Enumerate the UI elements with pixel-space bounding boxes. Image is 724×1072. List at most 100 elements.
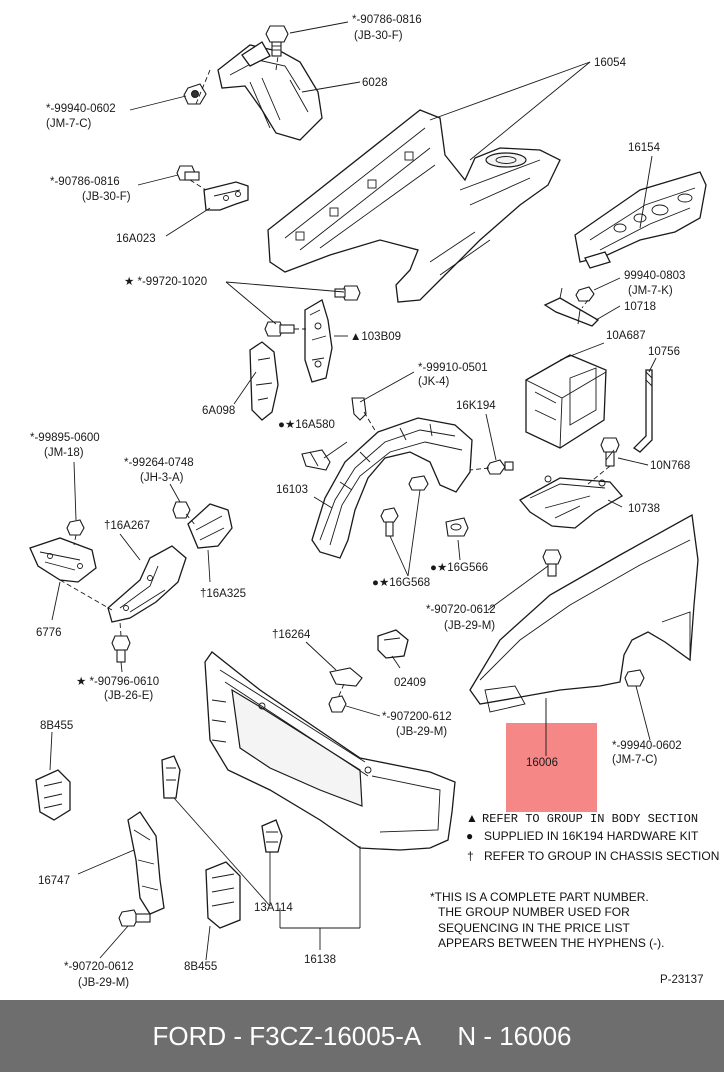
label-99910: *-99910-0501: [418, 362, 488, 374]
label-8b455-low: 8B455: [184, 961, 217, 973]
label-8b455-top: 8B455: [40, 720, 73, 732]
nut-99940-top: [183, 83, 207, 105]
legend-dot-text: SUPPLIED IN 16K194 HARDWARE KIT: [484, 829, 699, 843]
label-16006: 16006: [526, 757, 558, 769]
highlight-box-16006[interactable]: [506, 723, 597, 812]
clip-99264: [172, 501, 191, 519]
label-10718: 10718: [624, 301, 656, 313]
label-16154: 16154: [628, 142, 661, 154]
legend-dagger-text: REFER TO GROUP IN CHASSIS SECTION: [484, 849, 719, 863]
part-103b09-bracket: [304, 299, 333, 383]
note-line-3: SEQUENCING IN THE PRICE LIST: [438, 921, 630, 935]
label-90786-top: *-90786-0816: [352, 14, 422, 26]
part-16a325-bracket: [187, 503, 233, 549]
footer-gap: [421, 1021, 457, 1052]
label-10n768: 10N768: [650, 460, 690, 472]
part-16054-apron: [267, 109, 561, 303]
label-02409: 02409: [394, 677, 426, 689]
bolt-90786-mid: [176, 165, 200, 181]
part-6776-support: [29, 537, 97, 583]
part-10a687-tray: [525, 354, 607, 449]
legend-dagger-symbol: †: [467, 849, 474, 863]
pin-16g566: [445, 517, 469, 537]
label-99940-low: *-99940-0602: [612, 740, 682, 752]
part-10756-rod: [632, 369, 653, 453]
label-99720: ★ *-99720-1020: [124, 276, 207, 288]
label-99895: *-99895-0600: [30, 432, 100, 444]
label-jm7c-low: (JM-7-C): [612, 754, 658, 766]
label-16054: 16054: [594, 57, 627, 69]
nut-99940-0803: [575, 286, 595, 302]
label-jb29m-mid: (JB-29-M): [444, 620, 495, 632]
part-6028-bracket: [217, 41, 323, 141]
figure-id: P-23137: [660, 974, 703, 986]
bolt-10n768: [600, 437, 620, 467]
note-line-2: THE GROUP NUMBER USED FOR: [438, 905, 630, 919]
nut-16k194: [486, 459, 514, 475]
label-16103: 16103: [276, 484, 308, 496]
part-16103-shield: [311, 417, 473, 559]
clip-16264: [329, 667, 363, 687]
label-16138: 16138: [304, 954, 336, 966]
legend-triangle-symbol: ▲: [466, 811, 478, 825]
part-16747-bracket: [127, 811, 165, 915]
part-16a023-bracket: [203, 181, 249, 211]
bolt-99720-a: [264, 321, 295, 337]
label-16a580: ●★16A580: [278, 419, 335, 431]
footer-reference-number: N - 16006: [457, 1020, 572, 1051]
part-10738-bracket: [518, 475, 623, 529]
legend: ▲ REFER TO GROUP IN BODY SECTION ● SUPPL…: [466, 811, 719, 863]
bolt-90786-top: [265, 25, 289, 57]
label-99940-0803: 99940-0803: [624, 270, 685, 282]
part-16138-support: [204, 651, 456, 851]
clip-99910: [351, 397, 367, 421]
leader-lines: [49, 21, 657, 961]
part-8b455-low: [205, 861, 241, 929]
label-jh3a: (JH-3-A): [140, 472, 184, 484]
note-line-1: *THIS IS A COMPLETE PART NUMBER.: [430, 890, 649, 904]
label-10a687: 10A687: [606, 330, 646, 342]
nut-99940-low: [624, 669, 645, 687]
label-jm7k: (JM-7-K): [628, 285, 673, 297]
label-16747: 16747: [38, 875, 70, 887]
clip-16a580: [301, 449, 331, 471]
label-6a098: 6A098: [202, 405, 235, 417]
bolt-90720-low: [118, 909, 151, 927]
label-90720-low: *-90720-0612: [64, 961, 134, 973]
label-907200: *-907200-612: [382, 711, 452, 723]
parts-diagram: *-90786-0816 (JB-30-F) 6028 16054 *-9994…: [29, 14, 719, 989]
label-103b09: ▲103B09: [350, 331, 401, 343]
part-13a114-bracket-a: [161, 755, 181, 799]
label-jk4: (JK-4): [418, 376, 449, 388]
label-99264: *-99264-0748: [124, 457, 194, 469]
label-16k194: 16K194: [456, 400, 496, 412]
label-jb29m-2: (JB-29-M): [396, 726, 447, 738]
label-16a023: 16A023: [116, 233, 156, 245]
part-number-footer: FORD - F3CZ-16005-A N - 16006: [0, 1000, 724, 1072]
label-13a114: 13A114: [254, 902, 293, 914]
part-16a267-bracket: [107, 545, 187, 623]
label-6028: 6028: [362, 77, 388, 89]
screws-16g568: [380, 475, 429, 537]
callout-labels: *-90786-0816 (JB-30-F) 6028 16054 *-9994…: [30, 14, 703, 989]
part-6a098: [249, 341, 279, 421]
legend-triangle-text: REFER TO GROUP IN BODY SECTION: [482, 812, 698, 826]
label-jb26e: (JB-26-E): [104, 690, 153, 702]
bolt-907200: [328, 695, 347, 713]
label-jb30f-top: (JB-30-F): [354, 30, 403, 42]
part-16006-fender: [469, 513, 699, 713]
label-jb29m-low: (JB-29-M): [78, 977, 129, 989]
label-90720-mid: *-90720-0612: [426, 604, 496, 616]
bolt-99720-b: [334, 285, 361, 301]
note-line-4: APPEARS BETWEEN THE HYPHENS (-).: [438, 936, 664, 950]
label-16g568: ●★16G568: [372, 577, 430, 589]
label-99940-top: *-99940-0602: [46, 103, 116, 115]
dashed-leader-lines: [59, 55, 611, 699]
part-16154-panel: [574, 171, 707, 269]
part-13a114-bracket-b: [261, 819, 283, 853]
legend-dot-symbol: ●: [466, 829, 473, 843]
label-jb30f-mid: (JB-30-F): [82, 191, 131, 203]
label-16a267: †16A267: [104, 520, 150, 532]
part-02409-cap: [377, 629, 409, 659]
bolt-90796: [111, 635, 131, 663]
